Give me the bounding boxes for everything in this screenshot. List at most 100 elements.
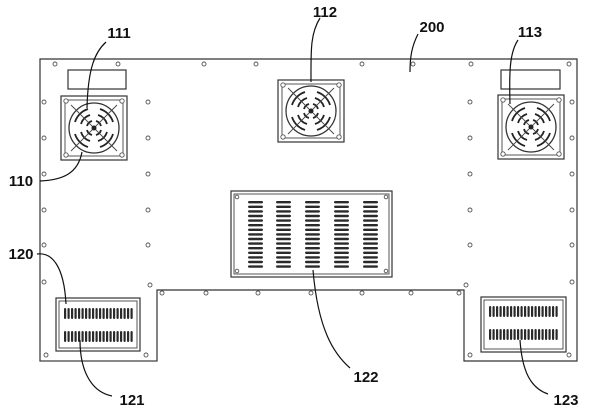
vent-slot xyxy=(334,210,349,213)
label-112: 112 xyxy=(313,4,337,21)
vent-slot xyxy=(334,205,349,208)
vent-slot xyxy=(113,308,116,319)
vent-slot xyxy=(541,329,544,340)
vent-slot xyxy=(248,205,263,208)
vent-slot xyxy=(363,224,378,227)
vent-slot xyxy=(305,210,320,213)
vent-slot xyxy=(81,308,84,319)
vent-slot xyxy=(248,228,263,231)
right-vent xyxy=(480,296,567,353)
vent-slot xyxy=(248,201,263,204)
panel-screw xyxy=(201,61,207,67)
panel-screw xyxy=(467,171,473,177)
vent-slot xyxy=(334,214,349,218)
vent-slot xyxy=(334,201,349,204)
panel-screw xyxy=(569,279,575,285)
panel-screw xyxy=(43,352,49,358)
vent-slot xyxy=(127,308,130,319)
vent-slot xyxy=(88,308,91,319)
vent-slot xyxy=(248,251,263,254)
label-plate-right xyxy=(500,69,561,90)
vent-slot xyxy=(489,306,492,317)
leader-111 xyxy=(86,41,107,109)
vent-slot xyxy=(276,210,291,213)
vent-slot xyxy=(363,265,378,268)
vent-slot xyxy=(78,331,81,342)
panel-screw xyxy=(145,207,151,213)
vent-slot xyxy=(305,251,320,254)
vent-slot xyxy=(334,228,349,231)
vent-slot xyxy=(276,233,291,236)
panel-screw xyxy=(569,207,575,213)
vent-slot xyxy=(506,306,509,317)
panel-screw xyxy=(159,290,165,296)
vent-slot xyxy=(305,260,320,264)
panel-screw xyxy=(41,135,47,141)
center-vent xyxy=(230,190,393,278)
vent-slot xyxy=(517,306,520,317)
panel-screw xyxy=(115,61,121,67)
vent-slot xyxy=(276,260,291,264)
vent-slot xyxy=(363,214,378,218)
vent-slot xyxy=(548,329,551,340)
vent-slot xyxy=(276,237,291,241)
panel-screw xyxy=(145,135,151,141)
vent-slot xyxy=(363,247,378,250)
left-vent-slots xyxy=(64,308,133,342)
fan-left xyxy=(60,95,128,161)
vent-slot xyxy=(503,306,506,317)
left-vent xyxy=(55,297,141,352)
vent-slot xyxy=(520,329,523,340)
panel-screw xyxy=(203,290,209,296)
vent-slot xyxy=(334,219,349,222)
panel-screw xyxy=(143,352,149,358)
vent-slot xyxy=(95,331,98,342)
vent-slot xyxy=(276,228,291,231)
leader-lines xyxy=(36,17,549,397)
vent-slot xyxy=(74,308,77,319)
vent-slot xyxy=(496,329,499,340)
vent-slot xyxy=(67,331,70,342)
fan-center xyxy=(277,79,345,143)
vent-slot xyxy=(276,247,291,250)
vent-slot xyxy=(363,251,378,254)
panel-screw xyxy=(253,61,259,67)
vent-slot xyxy=(520,306,523,317)
vent-slot xyxy=(276,251,291,254)
vent-slot xyxy=(527,329,530,340)
panel-screw xyxy=(41,171,47,177)
vent-slot xyxy=(363,242,378,245)
vent-slot xyxy=(363,201,378,204)
vent-slot xyxy=(334,247,349,250)
vent-slot xyxy=(363,205,378,208)
vent-slot xyxy=(123,308,126,319)
label-113: 113 xyxy=(518,24,542,41)
panel-screw xyxy=(456,290,462,296)
vent-slot xyxy=(513,329,516,340)
label-111: 111 xyxy=(107,25,130,42)
leader-112 xyxy=(310,17,321,83)
vent-slot xyxy=(334,256,349,259)
panel-screw xyxy=(467,99,473,105)
vent-slot xyxy=(71,331,74,342)
vent-slot xyxy=(334,251,349,254)
vent-slot xyxy=(248,219,263,222)
vent-slot xyxy=(334,224,349,227)
vent-slot xyxy=(113,331,116,342)
panel-screw xyxy=(145,171,151,177)
vent-slot xyxy=(276,265,291,268)
vent-slot xyxy=(130,331,133,342)
label-121: 121 xyxy=(119,392,144,409)
vent-slot xyxy=(492,306,495,317)
vent-slot xyxy=(534,306,537,317)
vent-slot xyxy=(545,306,548,317)
leader-122 xyxy=(312,269,351,369)
vent-slot xyxy=(363,210,378,213)
vent-slot xyxy=(88,331,91,342)
panel-screw xyxy=(408,290,414,296)
vent-slot xyxy=(363,228,378,231)
vent-slot xyxy=(276,256,291,259)
vent-screw xyxy=(234,194,240,200)
panel-screw xyxy=(467,207,473,213)
